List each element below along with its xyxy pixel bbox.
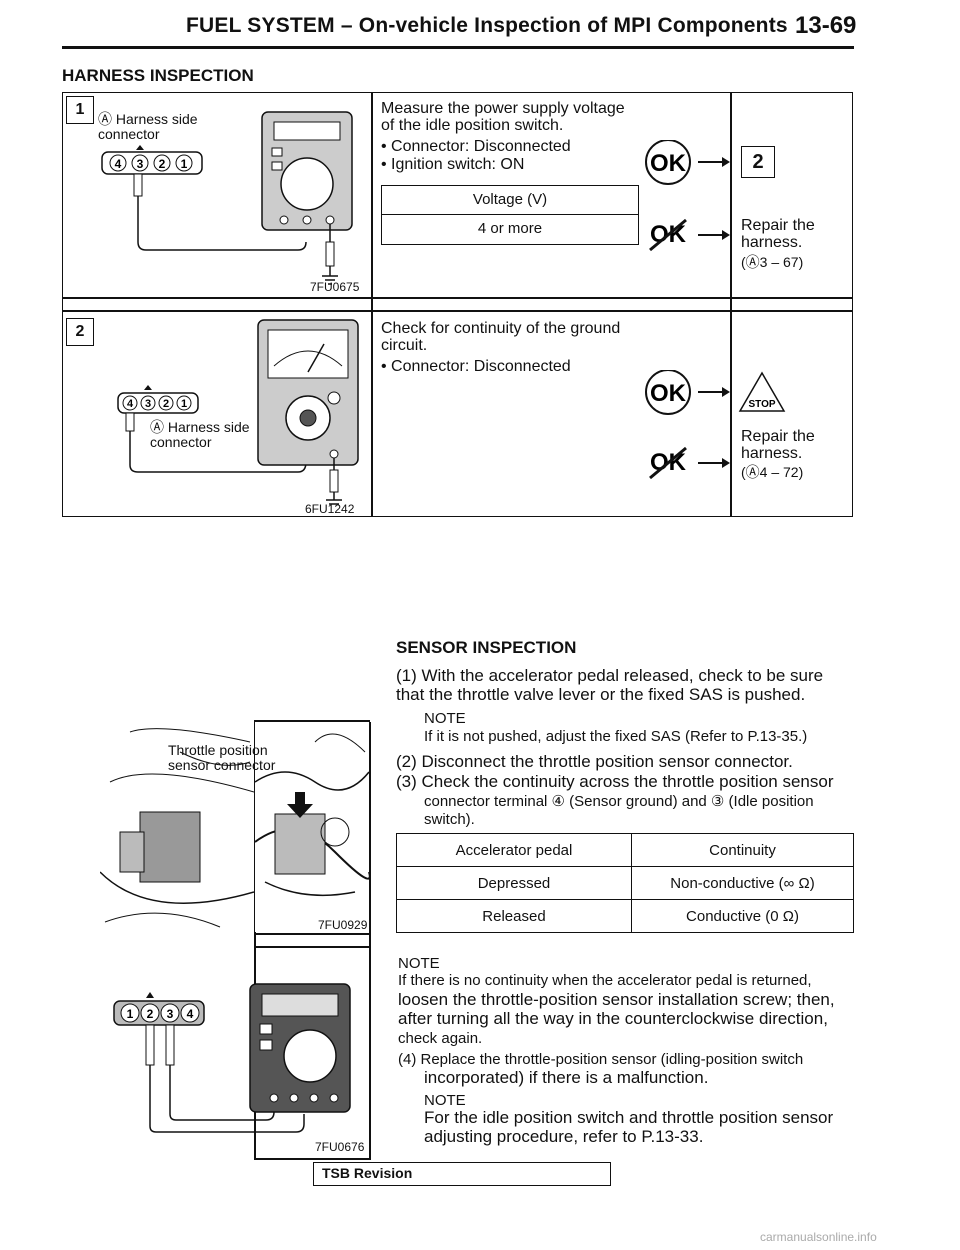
page-title: FUEL SYSTEM – On-vehicle Inspection of M… (186, 14, 788, 37)
sensor-step1: (1) With the accelerator pedal released,… (396, 666, 824, 704)
grid-divider (62, 310, 853, 312)
figure-divider (254, 946, 370, 948)
continuity-table: Accelerator pedal Continuity Depressed N… (396, 833, 854, 933)
throttle-sensor-photo (255, 722, 369, 932)
svg-label: 3 (137, 157, 144, 171)
note-text: If there is no continuity when the accel… (398, 972, 812, 989)
figure-divider (254, 1158, 370, 1160)
svg-label: OK (650, 150, 687, 177)
harness-inspection-grid (62, 92, 853, 517)
connector-ohmmeter-diagram: 1 2 3 4 (113, 983, 351, 1133)
grid-divider (62, 297, 853, 299)
ohmmeter-diagram: 4 3 2 1 (117, 319, 359, 505)
note-heading: NOTE (398, 955, 440, 972)
sensor-step3: (3) Check the continuity across the thro… (396, 772, 834, 791)
harness-inspection-title: HARNESS INSPECTION (62, 66, 254, 85)
ok-ng-symbols: OK OK (645, 140, 730, 252)
svg-label: 3 (145, 398, 151, 410)
figure-frame-top (254, 720, 370, 722)
step1-instruction: Measure the power supply voltage of the … (381, 100, 625, 134)
figure-frame-right (369, 722, 371, 1160)
condition-text: Connector: Disconnected (391, 138, 571, 155)
voltage-table-header: Voltage (V) (382, 186, 638, 215)
condition-text: Connector: Disconnected (391, 358, 571, 375)
svg-label: 1 (127, 1007, 134, 1021)
note-text: check again. (398, 1030, 483, 1047)
figure-code: 7FU0676 (315, 1140, 365, 1154)
ok-ng-symbols: OK OK (645, 370, 730, 480)
note-text: loosen the throttle-position sensor inst… (398, 990, 835, 1028)
connector-label: Ⓐ Harness side connector (150, 419, 250, 450)
figure-code: 7FU0675 (310, 280, 360, 294)
table-row: Accelerator pedal Continuity (396, 833, 854, 867)
repair-ref: (Ⓐ4 – 72) (741, 464, 804, 480)
condition-item: • Connector: Disconnected (381, 138, 571, 155)
figure-divider (254, 933, 370, 935)
step2-instruction: Check for continuity of the ground circu… (381, 320, 621, 354)
table-header: Accelerator pedal (396, 833, 632, 867)
svg-label: OK (650, 380, 687, 407)
sensor-step2: (2) Disconnect the throttle position sen… (396, 752, 793, 771)
repair-text: Repair the harness. (741, 217, 815, 251)
page-number: 13-69 (795, 12, 857, 39)
condition-text: Ignition switch: ON (391, 156, 525, 173)
table-cell: Non-conductive (∞ Ω) (631, 866, 854, 900)
note-text: If it is not pushed, adjust the fixed SA… (424, 728, 808, 745)
stop-icon: STOP (738, 371, 786, 412)
grid-divider (730, 92, 732, 517)
photo-label: Throttle position sensor connector (168, 742, 276, 773)
engine-photo-left (100, 728, 254, 928)
svg-label: 2 (147, 1007, 154, 1021)
grid-divider (371, 92, 373, 517)
repair-ref: (Ⓐ3 – 67) (741, 254, 804, 270)
step-number: 2 (66, 318, 94, 346)
voltmeter-diagram: 4 3 2 1 (101, 111, 353, 285)
step-number: 1 (66, 96, 94, 124)
note-heading: NOTE (424, 710, 466, 727)
note-text: For the idle position switch and throttl… (424, 1108, 834, 1146)
svg-label: 2 (163, 398, 169, 410)
table-cell: Depressed (396, 866, 632, 900)
svg-label: STOP (748, 399, 775, 410)
figure-code: 6FU1242 (305, 502, 355, 516)
sensor-step4: (4) Replace the throttle-position sensor… (398, 1051, 804, 1068)
sensor-step4-cont: incorporated) if there is a malfunction. (424, 1068, 709, 1087)
figure-frame-left (254, 722, 256, 1160)
svg-label: 4 (115, 157, 122, 171)
condition-item: • Ignition switch: ON (381, 156, 525, 173)
table-header: Continuity (631, 833, 854, 867)
header-rule (62, 46, 854, 49)
note-heading: NOTE (424, 1092, 466, 1109)
tsb-revision-box: TSB Revision (313, 1162, 611, 1186)
svg-label: 1 (181, 157, 188, 171)
table-row: Released Conductive (0 Ω) (396, 899, 854, 933)
repair-text: Repair the harness. (741, 428, 815, 462)
svg-label: 4 (187, 1007, 194, 1021)
voltage-table-value: 4 or more (477, 220, 543, 237)
table-cell: Conductive (0 Ω) (631, 899, 854, 933)
table-cell: Released (396, 899, 632, 933)
condition-item: • Connector: Disconnected (381, 358, 571, 375)
watermark: carmanualsonline.info (760, 1230, 877, 1244)
svg-label: 2 (159, 157, 166, 171)
svg-label: 4 (127, 398, 134, 410)
voltage-table: Voltage (V) 4 or more (381, 185, 639, 245)
svg-label: 1 (181, 398, 187, 410)
connector-label: Ⓐ Harness side connector (98, 111, 198, 142)
go-to-step-box: 2 (741, 146, 775, 178)
svg-label: 3 (167, 1007, 174, 1021)
table-row: Depressed Non-conductive (∞ Ω) (396, 866, 854, 900)
sensor-inspection-title: SENSOR INSPECTION (396, 638, 577, 657)
figure-code: 7FU0929 (318, 918, 368, 932)
sensor-step3-detail: connector terminal ④ (Sensor ground) and… (424, 793, 814, 828)
